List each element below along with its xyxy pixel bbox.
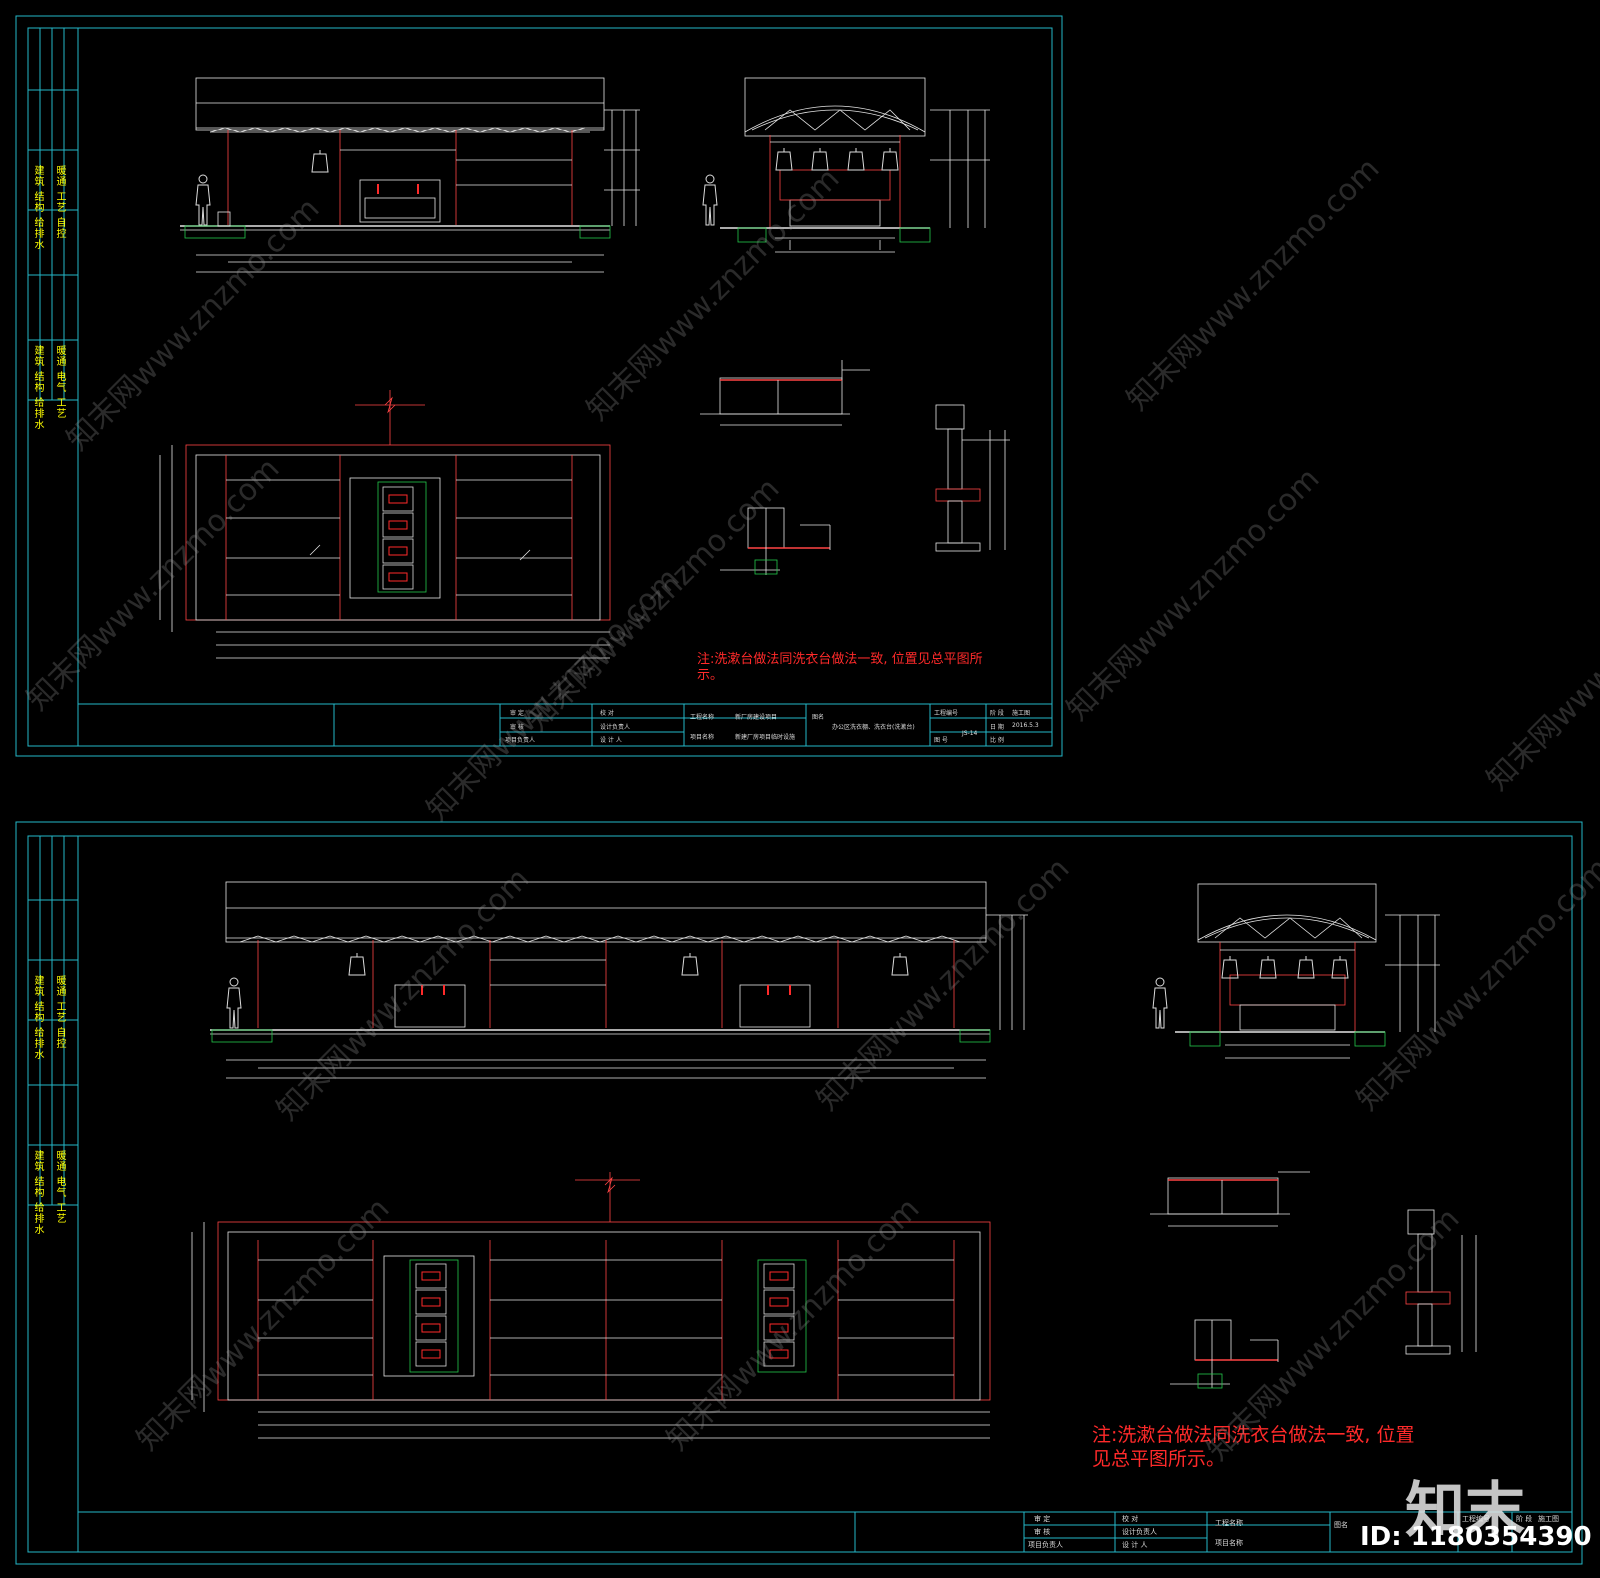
side-label-lower-b: 暖通 工艺 自控 <box>54 975 65 1050</box>
tbb-project-name-label: 工程名称 <box>1215 1519 1243 1527</box>
tbb-stage-label: 阶 段 <box>1516 1515 1533 1523</box>
tb-design-lead: 设计负责人 <box>600 724 631 731</box>
note-bottom: 注:洗漱台做法同洗衣台做法一致, 位置 见总平图所示。 <box>1092 1424 1492 1472</box>
tb-drawing-label: 图名 <box>812 714 825 721</box>
tb-item-name-label: 项目名称 <box>690 734 715 741</box>
sheet-frame-top <box>15 15 1063 757</box>
tbb-audit: 审 核 <box>1034 1528 1051 1536</box>
tb-date: 2016.5.3 <box>1012 722 1039 729</box>
side-label-upper-d: 暖通 电气 工艺 <box>54 345 65 420</box>
tb-designer: 设 计 人 <box>600 737 622 744</box>
tb-check: 校 对 <box>600 710 614 717</box>
image-id: ID: 1180354390 <box>1360 1522 1592 1552</box>
note-bottom-line1: 注:洗漱台做法同洗衣台做法一致, 位置 <box>1092 1424 1415 1446</box>
tb-date-label: 日 期 <box>990 724 1004 731</box>
side-label-upper-b: 暖通 工艺 自控 <box>54 165 65 240</box>
top-plan <box>159 390 611 659</box>
bottom-details <box>1150 1171 1477 1389</box>
side-label-upper-c: 建筑 结构 给排水 <box>32 345 43 431</box>
tbb-item-name-label: 项目名称 <box>1215 1539 1243 1547</box>
side-label-lower-a: 建筑 结构 给排水 <box>32 975 43 1061</box>
note-top: 注:洗漱台做法同洗衣台做法一致, 位置见总平图所示。 <box>697 652 983 684</box>
bottom-front-elevation <box>210 881 1028 1079</box>
tb-drawing-name: 办公区洗衣棚、洗衣台(洗漱台) <box>832 724 915 731</box>
tb-item-name: 新建厂房项目临时设施 <box>735 734 796 741</box>
side-label-lower-c: 建筑 结构 给排水 <box>32 1150 43 1236</box>
side-label-upper-a: 建筑 结构 给排水 <box>32 165 43 251</box>
tb-stage-label: 阶 段 <box>990 710 1004 717</box>
top-details <box>700 360 1010 575</box>
tb-project-no-label: 工程编号 <box>934 710 959 717</box>
tbb-drawing-label: 图名 <box>1334 1521 1348 1529</box>
tb-sheet-label: 图 号 <box>934 737 948 744</box>
tbb-project-no-label: 工程编号 <box>1462 1515 1490 1523</box>
tb-project-lead: 项目负责人 <box>505 737 536 744</box>
tbb-review: 审 定 <box>1034 1515 1051 1523</box>
tb-review: 审 定 <box>510 710 524 717</box>
tb-audit: 审 核 <box>510 724 524 731</box>
tb-scale-label: 比 例 <box>990 737 1004 744</box>
tbb-stage: 施工图 <box>1538 1515 1559 1523</box>
tb-project-name: 新厂房建设项目 <box>735 714 778 721</box>
tb-sheet: JS-14 <box>962 730 978 737</box>
brand-logo: 知末 <box>1405 1476 1525 1546</box>
tbb-designer: 设 计 人 <box>1122 1541 1148 1549</box>
top-side-elevation <box>720 77 990 253</box>
sheet-frame-bottom <box>15 821 1583 1565</box>
tbb-design-lead: 设计负责人 <box>1122 1528 1157 1536</box>
note-bottom-line2: 见总平图所示。 <box>1092 1447 1226 1470</box>
side-label-lower-d: 暖通 电气 工艺 <box>54 1150 65 1225</box>
bottom-plan <box>191 1172 991 1439</box>
tbb-project-lead: 项目负责人 <box>1028 1541 1063 1549</box>
tb-project-name-label: 工程名称 <box>690 714 715 721</box>
tb-stage: 施工图 <box>1012 710 1031 717</box>
bottom-side-elevation <box>1175 883 1440 1059</box>
top-front-elevation <box>180 77 640 273</box>
tbb-check: 校 对 <box>1122 1515 1139 1523</box>
